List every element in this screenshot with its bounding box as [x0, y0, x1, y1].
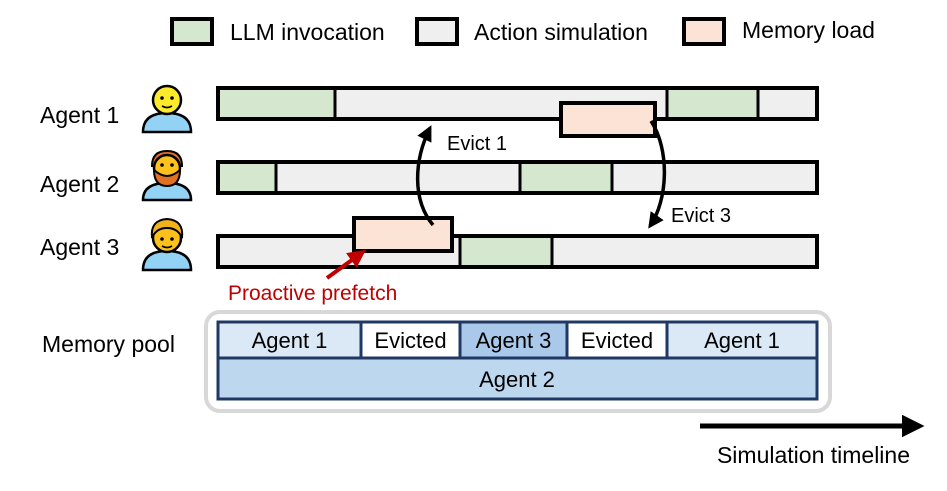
agent-2-timeline	[216, 160, 819, 195]
pool-slot-agent3-label: Agent 3	[476, 328, 552, 353]
prefetch-label: Proactive prefetch	[228, 282, 397, 305]
agent-1-llm-segment	[667, 88, 758, 119]
prefetch-arrow	[325, 249, 366, 280]
legend-swatch-memory	[682, 17, 726, 46]
agent-3-timeline	[216, 234, 819, 269]
pool-slot-agent1-label: Agent 1	[704, 328, 780, 353]
evict-3-label: Evict 3	[671, 205, 731, 227]
agent-3-llm-segment	[460, 236, 552, 267]
agent-2-label: Agent 2	[40, 171, 119, 197]
memory-pool: Agent 1 Evicted Agent 3 Evicted Agent 1 …	[216, 320, 819, 401]
legend-label-action: Action simulation	[474, 19, 648, 45]
agent-2-llm-segment	[218, 162, 276, 193]
pool-slot-evicted	[565, 320, 669, 360]
pool-slot-agent1-label: Agent 1	[252, 328, 328, 353]
evict-3-arrow	[648, 120, 667, 229]
legend-label-llm: LLM invocation	[230, 19, 385, 45]
agent-1-action-segment	[758, 88, 817, 119]
legend-label-memory: Memory load	[742, 17, 875, 43]
bearded-person-icon	[141, 149, 193, 202]
legend-swatch-llm	[170, 17, 214, 46]
agent-1-llm-segment	[218, 88, 335, 119]
timeline-label: Simulation timeline	[717, 442, 910, 468]
person-blond-icon	[141, 217, 193, 272]
evict-1-label: Evict 1	[447, 133, 507, 155]
agent-3-label: Agent 3	[40, 234, 119, 260]
pool-slot-agent1	[665, 320, 819, 360]
agent-1-timeline	[216, 86, 819, 121]
pool-slot-agent2	[216, 356, 819, 401]
agent-2-llm-segment	[520, 162, 612, 193]
agent-1-memory-load-block	[559, 101, 657, 138]
legend-swatch-action	[415, 17, 459, 46]
memory-pool-label: Memory pool	[42, 331, 175, 357]
evict-1-arrow	[415, 125, 435, 227]
pool-slot-evicted-label: Evicted	[374, 328, 446, 353]
pool-slot-agent2-label: Agent 2	[479, 367, 555, 392]
agent-1-label: Agent 1	[40, 102, 119, 128]
legend: LLM invocation Action simulation Memory …	[170, 17, 875, 46]
agent-2-action-segment	[612, 162, 817, 193]
agent-2-action-segment	[276, 162, 520, 193]
agent-3-memory-load-block	[352, 216, 454, 253]
agent-3-action-segment	[552, 236, 817, 267]
person-neutral-icon	[141, 84, 193, 134]
pool-slot-evicted-label: Evicted	[581, 328, 653, 353]
